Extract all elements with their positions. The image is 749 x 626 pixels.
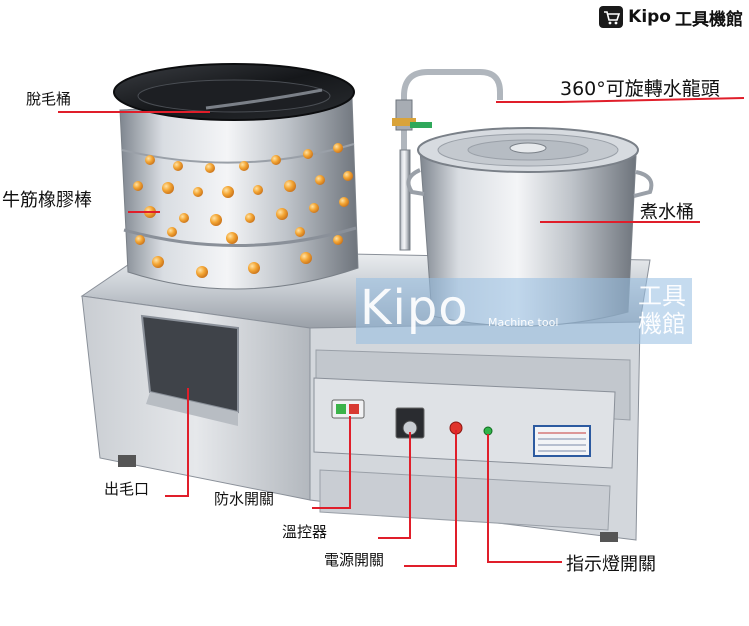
label-boiling-pot: 煮水桶: [640, 202, 694, 223]
label-waterproof-switch: 防水開關: [214, 490, 275, 508]
lower-drawer: [319, 469, 611, 531]
label-plucking-drum: 脫毛桶: [26, 90, 72, 108]
label-thermostat: 溫控器: [282, 523, 328, 541]
brand-name-cn: 工具機館: [675, 9, 743, 30]
indicator-light-switch[interactable]: [483, 426, 493, 436]
callout-lines: [58, 97, 745, 567]
swivel-faucet-pipe: [401, 69, 503, 250]
rubber-fingers: [133, 143, 353, 278]
brand-logo: Kipo 工具機館: [598, 4, 743, 30]
watermark: Kipo Machine tool 工具 機館: [356, 278, 692, 344]
watermark-cn: 工具 機館: [638, 282, 686, 338]
cart-icon: [599, 6, 624, 28]
label-feather-outlet: 出毛口: [104, 480, 150, 498]
label-rubber-fingers: 牛筋橡膠棒: [2, 190, 92, 211]
watermark-subtitle: Machine tool: [488, 316, 559, 329]
cabinet-foot-left: [118, 455, 136, 467]
label-indicator-switch: 指示燈開關: [566, 554, 656, 575]
watermark-logo: Kipo: [360, 280, 469, 336]
label-swivel-faucet: 360°可旋轉水龍頭: [560, 78, 720, 100]
cabinet-foot-right: [600, 532, 618, 542]
brand-name: Kipo: [628, 7, 671, 27]
label-power-switch: 電源開關: [324, 551, 385, 569]
